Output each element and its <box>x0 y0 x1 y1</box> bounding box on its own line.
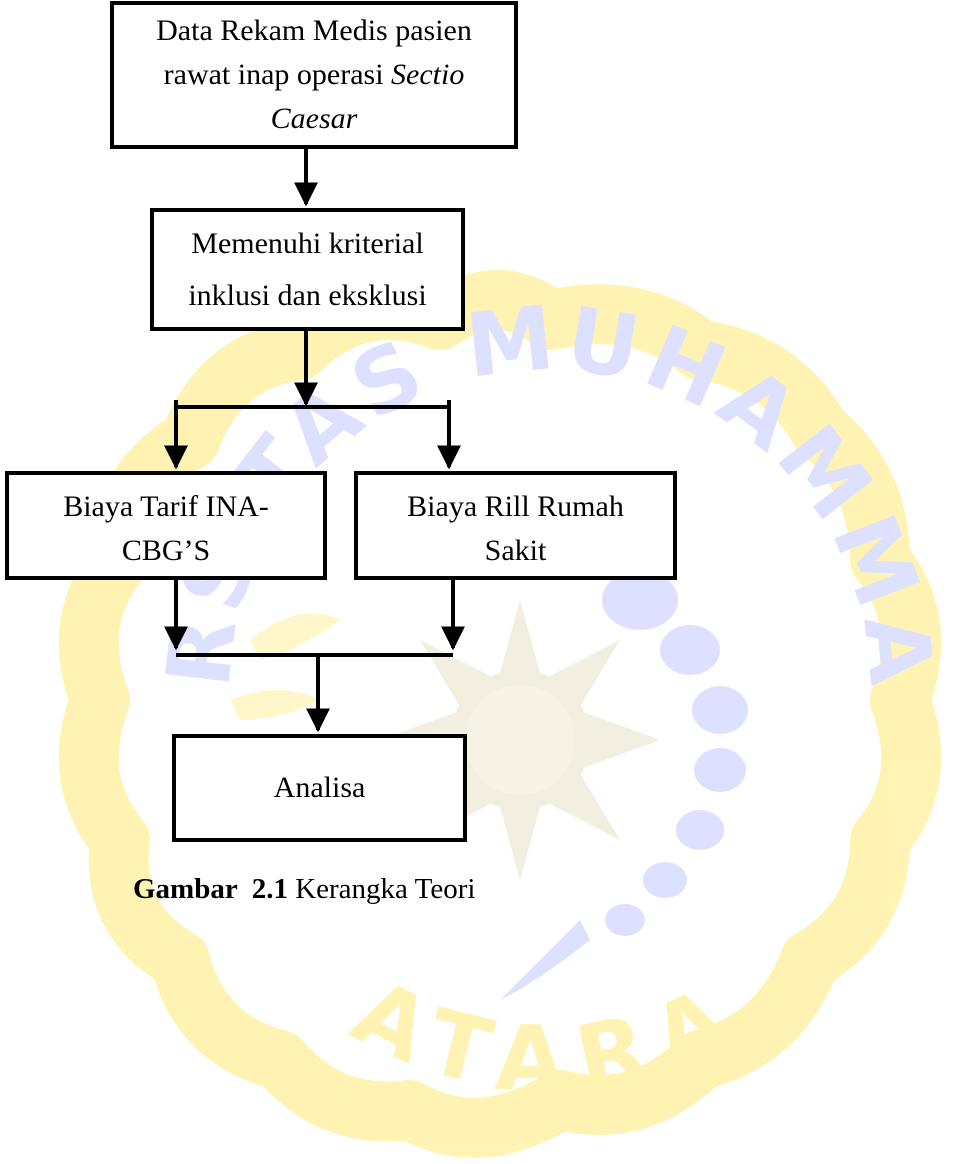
box-kriteria-line2: inklusi dan eksklusi <box>188 270 426 322</box>
box-biaya-rill: Biaya Rill Rumah Sakit <box>354 471 677 580</box>
box-data-rekam-medis-line1: Data Rekam Medis pasien <box>156 9 472 53</box>
box-analisa-label: Analisa <box>274 766 366 810</box>
box-data-rekam-medis-line2: rawat inap operasi <box>164 58 384 91</box>
caption-title: Kerangka Teori <box>295 873 475 905</box>
caption-label: Gambar 2.1 <box>133 873 288 905</box>
box-tarif-line1: Biaya Tarif INA- <box>63 485 269 529</box>
figure-caption: Gambar 2.1 Kerangka Teori <box>133 873 475 906</box>
box-biaya-rill-line1: Biaya Rill Rumah <box>407 485 624 529</box>
box-data-rekam-medis: Data Rekam Medis pasien rawat inap opera… <box>110 1 518 149</box>
box-analisa: Analisa <box>172 734 467 842</box>
box-data-rekam-medis-line2-italic: Sectio <box>391 58 464 91</box>
box-data-rekam-medis-line3: Caesar <box>156 97 472 141</box>
box-kriteria: Memenuhi kriterial inklusi dan eksklusi <box>150 208 465 331</box>
box-tarif-line2: CBG’S <box>63 529 269 573</box>
box-tarif-ina-cbg: Biaya Tarif INA- CBG’S <box>5 471 327 580</box>
box-kriteria-line1: Memenuhi kriterial <box>188 218 426 270</box>
box-biaya-rill-line2: Sakit <box>407 529 624 573</box>
